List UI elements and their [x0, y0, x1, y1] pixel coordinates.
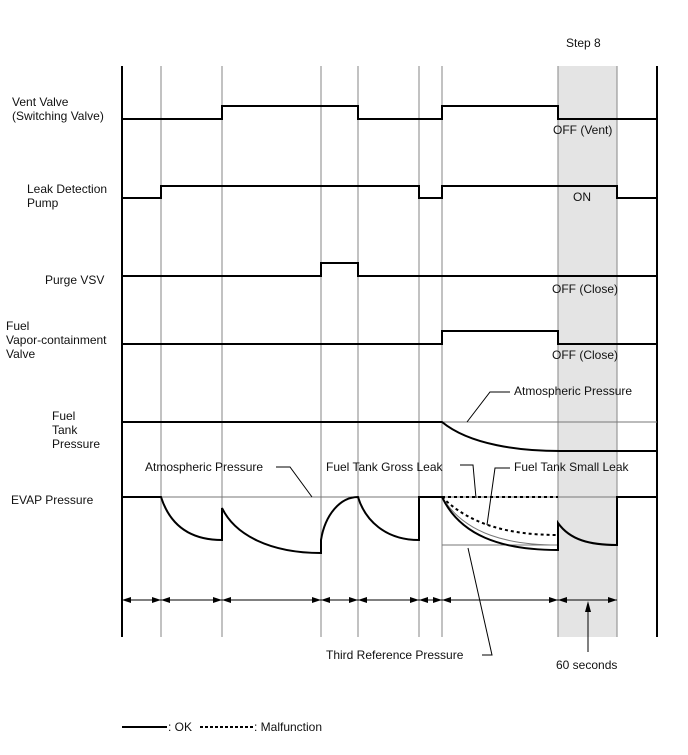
vent-state: OFF (Vent): [553, 123, 612, 137]
interval-arrowhead: [558, 597, 567, 603]
duration-arrowhead: [585, 601, 591, 612]
legend-ok: : OK: [168, 720, 192, 734]
interval-arrowhead: [321, 597, 330, 603]
atm-evap-leader: [276, 466, 313, 498]
interval-arrowhead: [213, 597, 222, 603]
purge-vsv-trace: [122, 262, 657, 277]
interval-arrowhead: [152, 597, 161, 603]
interval-arrowhead: [161, 597, 170, 603]
interval-arrowhead: [410, 597, 419, 603]
duration-label: 60 seconds: [556, 658, 617, 672]
interval-arrowhead: [433, 597, 442, 603]
small-leak-label: Fuel Tank Small Leak: [514, 460, 630, 474]
interval-arrowhead: [442, 597, 451, 603]
interval-arrowhead: [122, 597, 131, 603]
vapor-state: OFF (Close): [552, 348, 618, 362]
purge-state: OFF (Close): [552, 282, 618, 296]
third-ref-label: Third Reference Pressure: [326, 648, 464, 662]
gross-leak-label: Fuel Tank Gross Leak: [326, 460, 444, 474]
evap-pressure-trace: [122, 495, 657, 555]
leak-pump-trace: [122, 185, 657, 199]
legend-malfunction: : Malfunction: [254, 720, 322, 734]
interval-arrowheads: [122, 597, 617, 603]
interval-arrowhead: [358, 597, 367, 603]
atm-evap-label: Atmospheric Pressure: [145, 460, 263, 474]
vapor-valve-trace: [122, 330, 657, 345]
vent-valve-trace: [122, 105, 657, 120]
small-leak-leader: [486, 467, 510, 526]
pump-state: ON: [573, 190, 591, 204]
third-ref-leader: [467, 547, 493, 656]
ok-thin-curve: [441, 496, 559, 546]
interval-arrowhead: [222, 597, 231, 603]
vent-valve-label: Vent Valve(Switching Valve): [12, 95, 104, 123]
evap-pressure-label: EVAP Pressure: [11, 493, 94, 507]
interval-arrowhead: [549, 597, 558, 603]
tank-pressure-trace: [122, 421, 657, 452]
interval-arrowhead: [349, 597, 358, 603]
atm-tank-leader: [466, 391, 510, 423]
small-leak-trace: [441, 496, 559, 536]
interval-arrowhead: [312, 597, 321, 603]
gross-leak-leader: [460, 464, 477, 499]
atm-tank-label: Atmospheric Pressure: [514, 384, 632, 398]
purge-vsv-label: Purge VSV: [45, 273, 104, 287]
interval-arrowhead: [419, 597, 428, 603]
interval-arrowhead: [608, 597, 617, 603]
step-label: Step 8: [566, 36, 601, 50]
time-gridlines: [121, 66, 658, 637]
